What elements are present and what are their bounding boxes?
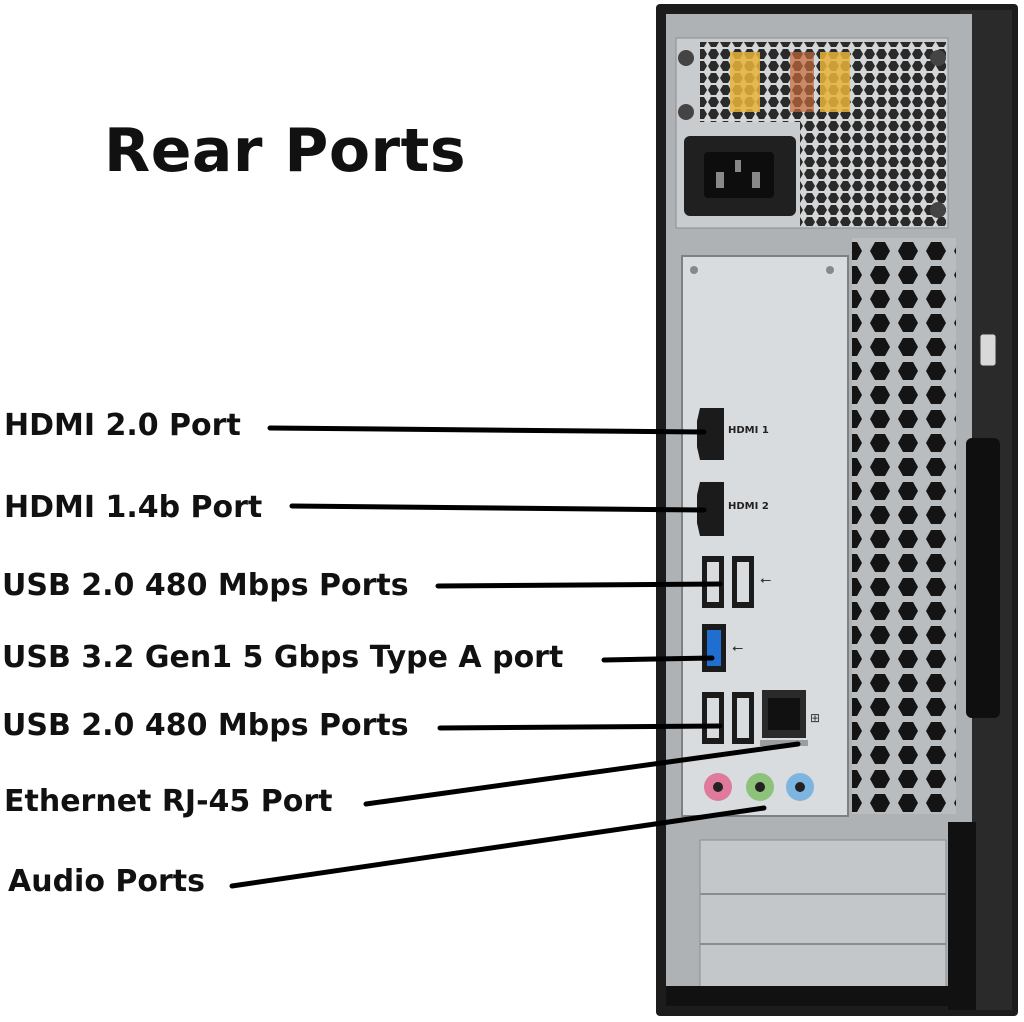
callout-usb-2-0-bottom (437, 723, 723, 731)
usb-icon: ⭠ (732, 640, 743, 656)
callout-ethernet (363, 741, 801, 807)
lock-slot (979, 333, 997, 367)
callout-usb-2-0-top (435, 581, 723, 589)
audio-ports (704, 773, 814, 801)
bottom-vents (666, 986, 962, 1006)
label-usb-2-0-ports-bottom: USB 2.0 480 Mbps Ports (2, 708, 409, 743)
power-supply (675, 37, 949, 229)
callout-lines (229, 425, 801, 889)
usb-3-2-port: ⭠ (702, 624, 743, 672)
label-ethernet-rj45-port: Ethernet RJ-45 Port (4, 784, 333, 819)
label-hdmi-2-0-port: HDMI 2.0 Port (4, 408, 241, 443)
label-audio-ports: Audio Ports (8, 864, 205, 899)
label-usb-3-2-port: USB 3.2 Gen1 5 Gbps Type A port (2, 640, 564, 675)
page-title: Rear Ports (104, 116, 467, 186)
callout-hdmi-1-4b (289, 503, 707, 513)
callout-hdmi-2-0 (267, 425, 707, 435)
ethernet-port: ⊞ (760, 690, 820, 746)
side-handle (966, 438, 1000, 718)
callout-usb-3-2 (601, 655, 715, 663)
hdmi-1-port: HDMI 1 (697, 408, 769, 460)
label-hdmi-1-4b-port: HDMI 1.4b Port (4, 490, 263, 525)
expansion-slots (699, 822, 976, 1010)
network-icon: ⊞ (810, 711, 820, 725)
callout-audio (229, 805, 767, 889)
vent-grille (852, 238, 956, 814)
hdmi-2-mark: HDMI 2 (728, 501, 769, 512)
label-usb-2-0-ports-top: USB 2.0 480 Mbps Ports (2, 568, 409, 603)
hdmi-1-mark: HDMI 1 (728, 425, 769, 436)
hdmi-2-port: HDMI 2 (697, 482, 769, 536)
usb-icon: ⭠ (760, 572, 771, 588)
